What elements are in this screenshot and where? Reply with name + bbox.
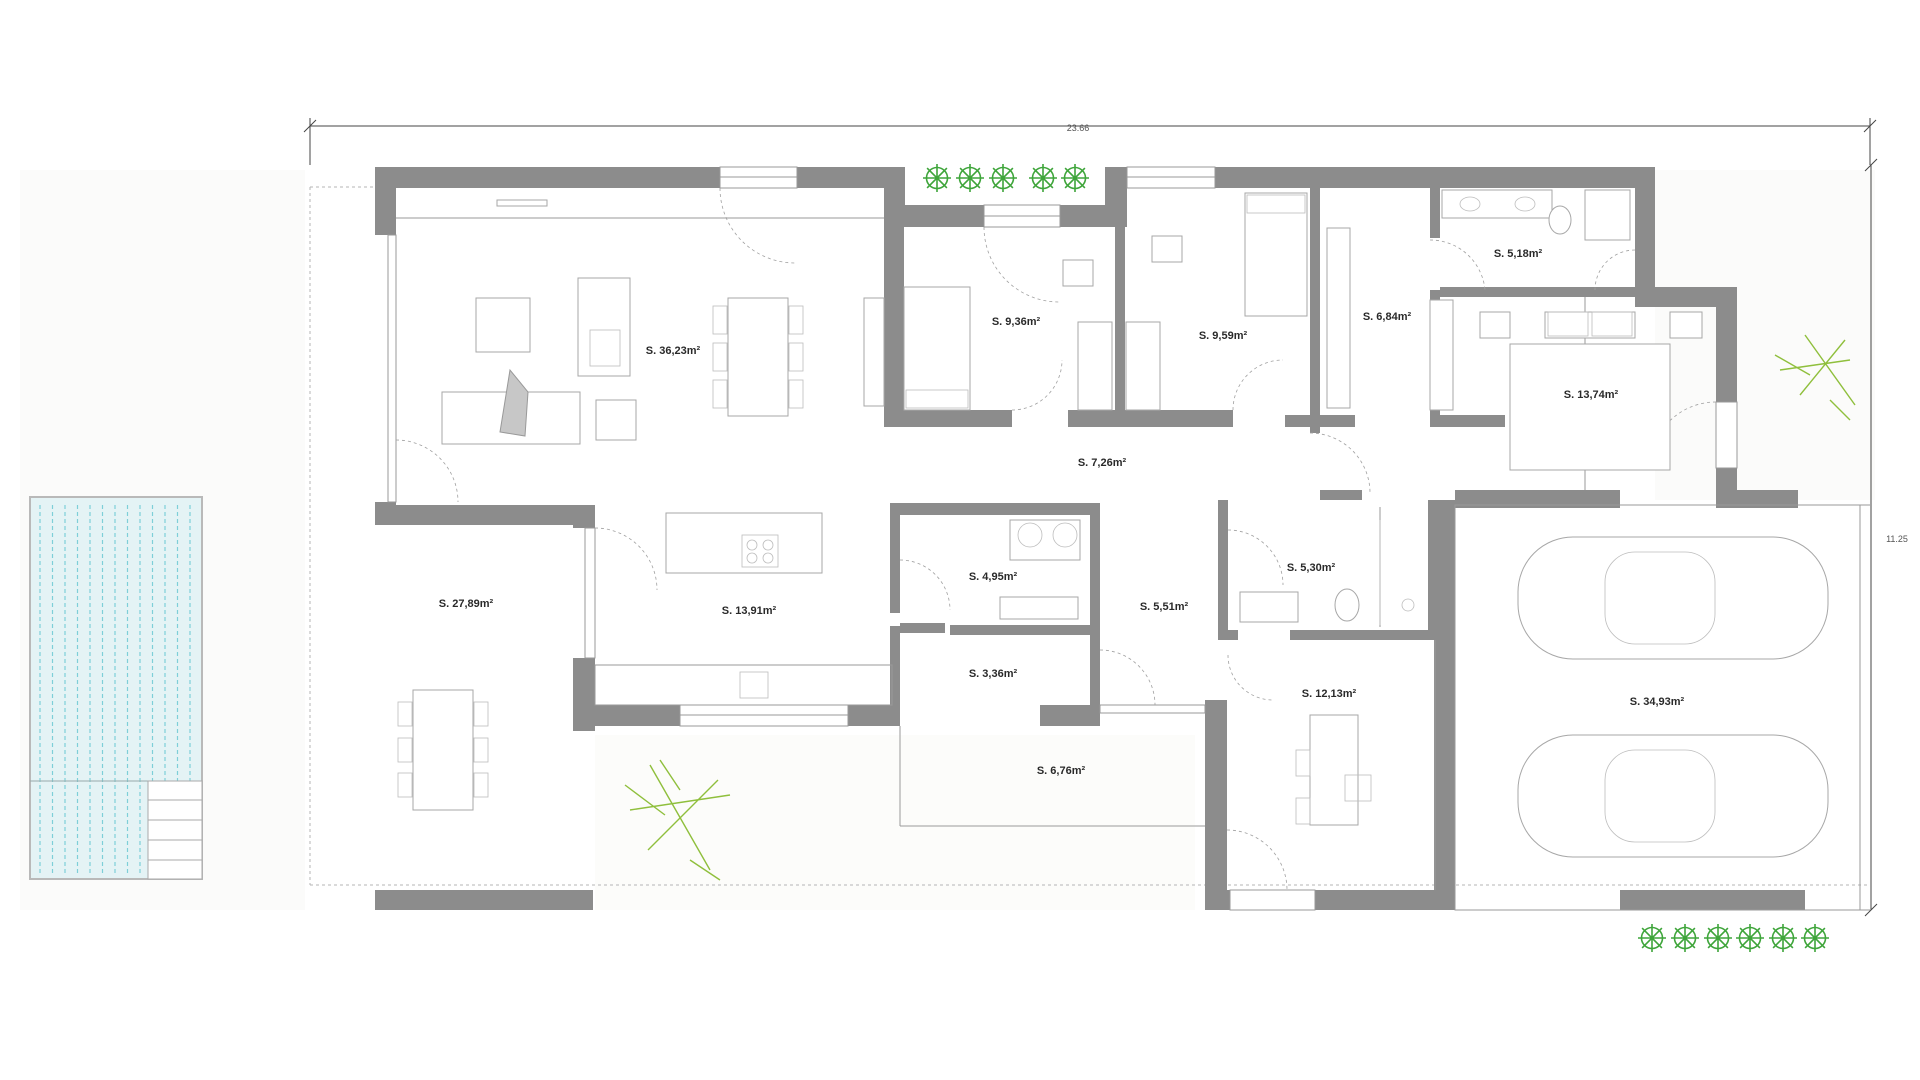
bath-furniture [999, 189, 1631, 625]
room-labels: S. 36,23m² S. 9,36m² S. 9,59m² S. 6,84m²… [439, 248, 1685, 777]
bush-icon [1801, 924, 1829, 952]
office-area-label: S. 12,13m² [1302, 688, 1357, 700]
hall-area-label: S. 7,26m² [1078, 457, 1127, 469]
cars [1517, 536, 1829, 858]
bathroom-area-label: S. 5,30m² [1287, 562, 1336, 574]
office-furniture [1295, 714, 1372, 826]
bush-outline [1031, 166, 1055, 190]
bush-outline [1640, 926, 1664, 950]
bedroom-furniture [903, 192, 1703, 471]
bedroom-2-area-label: S. 9,59m² [1199, 330, 1248, 342]
master-bath-area-label: S. 5,18m² [1494, 248, 1543, 260]
pool [29, 496, 203, 880]
bush-outline [958, 166, 982, 190]
height-dimension: 11.25 [1864, 158, 1908, 917]
width-dimension: 23.66 [303, 118, 1877, 165]
kitchen-area-label: S. 13,91m² [722, 605, 777, 617]
bush-outline [1063, 166, 1087, 190]
terrace-table [397, 689, 489, 811]
laundry-area-label: S. 4,95m² [969, 571, 1018, 583]
windows [387, 166, 1738, 911]
living-furniture [441, 199, 885, 445]
width-dimension-label: 23.66 [1067, 123, 1090, 133]
bush-outline [925, 166, 949, 190]
terrace-area-label: S. 27,89m² [439, 598, 494, 610]
bush-outline [1706, 926, 1730, 950]
bush-outline [991, 166, 1015, 190]
bush-icon [956, 164, 984, 192]
bush-icon [1671, 924, 1699, 952]
tree-right [1774, 334, 1856, 421]
bushes-top [923, 164, 1089, 192]
kitchen-furniture [665, 512, 823, 699]
height-dimension-label: 11.25 [1886, 534, 1908, 544]
tree-bottom [624, 759, 731, 881]
bush-icon [1029, 164, 1057, 192]
bush-icon [1769, 924, 1797, 952]
bush-outline [1673, 926, 1697, 950]
bush-outline [1771, 926, 1795, 950]
bush-icon [1061, 164, 1089, 192]
bush-icon [1704, 924, 1732, 952]
bush-outline [1738, 926, 1762, 950]
garage-area-label: S. 34,93m² [1630, 696, 1685, 708]
bush-icon [1638, 924, 1666, 952]
dressing-area-label: S. 6,84m² [1363, 311, 1412, 323]
living-area-label: S. 36,23m² [646, 345, 701, 357]
storage-area-label: S. 3,36m² [969, 668, 1018, 680]
bush-icon [1736, 924, 1764, 952]
bushes-bottom [1638, 924, 1829, 952]
bush-icon [923, 164, 951, 192]
bush-icon [989, 164, 1017, 192]
corridor-area-label: S. 5,51m² [1140, 601, 1189, 613]
porch-area-label: S. 6,76m² [1037, 765, 1086, 777]
bedroom-1-area-label: S. 9,36m² [992, 316, 1041, 328]
master-bedroom-area-label: S. 13,74m² [1564, 389, 1619, 401]
bush-outline [1803, 926, 1827, 950]
walls [375, 167, 1805, 910]
